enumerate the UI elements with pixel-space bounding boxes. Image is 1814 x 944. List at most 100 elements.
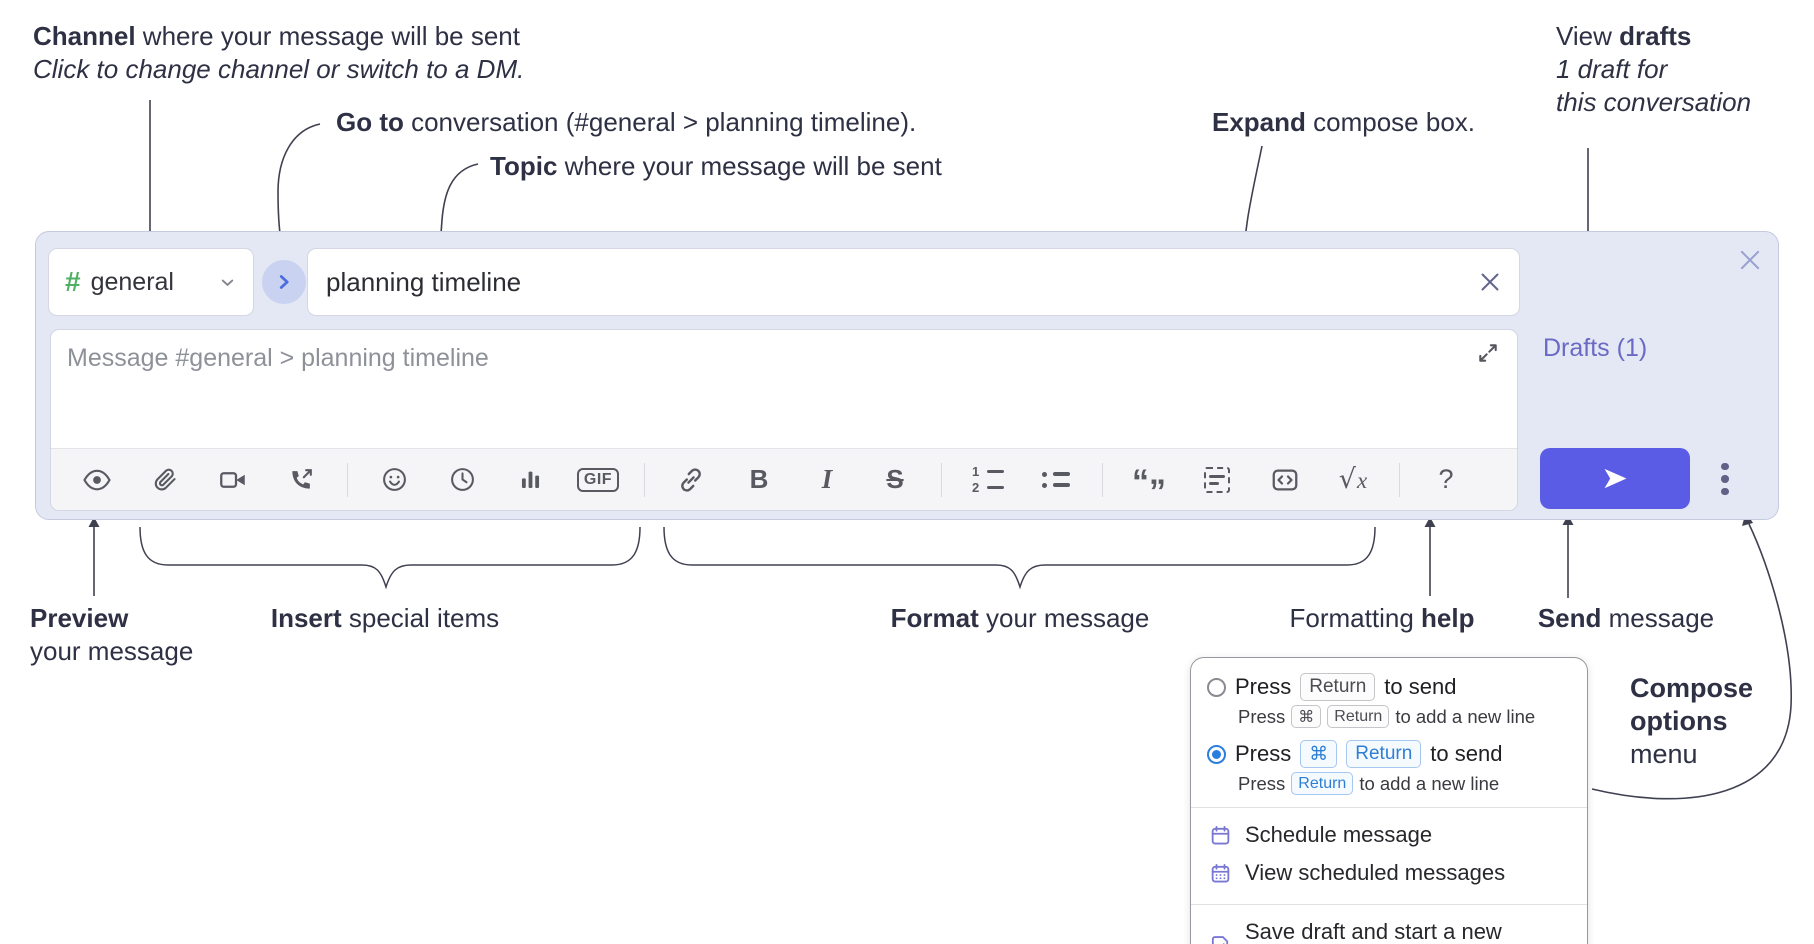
preview-button[interactable]: [63, 456, 131, 504]
channel-hash-icon: #: [65, 266, 81, 297]
phone-call-icon: [292, 468, 312, 489]
brace-insert: [139, 526, 641, 590]
topic-field-wrap: [307, 248, 1520, 316]
return-key: Return: [1291, 772, 1354, 795]
menu-divider: [1191, 904, 1587, 905]
close-compose-icon[interactable]: [1736, 246, 1764, 274]
quote-icon: “ ”: [1132, 462, 1166, 511]
calendar-icon: [1209, 824, 1232, 847]
clock-icon: [450, 468, 474, 491]
strikethrough-button[interactable]: S: [861, 456, 929, 504]
compose-box-panel: # general: [35, 231, 1779, 520]
message-input[interactable]: [51, 330, 1517, 449]
math-icon: √x: [1338, 464, 1368, 495]
message-box: GIF B I S 1 2: [50, 329, 1518, 511]
chevron-right-icon: [279, 275, 289, 289]
link-icon: [681, 467, 701, 492]
code-button[interactable]: [1251, 456, 1319, 504]
toolbar-divider: [1102, 462, 1103, 497]
link-button[interactable]: [657, 456, 725, 504]
video-camera-icon: [220, 471, 245, 488]
connector-topic: [440, 163, 479, 242]
menu-item-schedule-message[interactable]: Schedule message: [1191, 816, 1587, 854]
format-annotation: Format your message: [890, 603, 1150, 633]
brace-format: [663, 526, 1376, 590]
return-key: Return: [1300, 673, 1376, 701]
channel-selector-button[interactable]: # general: [48, 248, 254, 316]
math-button[interactable]: √x: [1319, 456, 1387, 504]
topic-clear-icon[interactable]: [1476, 268, 1504, 296]
radio-unselected-icon[interactable]: [1207, 677, 1226, 697]
expand-compose-icon[interactable]: [1477, 342, 1501, 366]
send-button[interactable]: [1540, 448, 1690, 509]
menu-divider: [1191, 807, 1587, 808]
expand-annotation: Expand compose box.: [1212, 107, 1476, 137]
question-mark-icon: ?: [1438, 464, 1454, 494]
compose-options-button[interactable]: [1712, 456, 1738, 502]
compose-options-menu: Press Return to send Press ⌘ Return to a…: [1190, 657, 1588, 944]
bulleted-list-icon: [1042, 471, 1070, 488]
compose-toolbar: GIF B I S 1 2: [51, 448, 1517, 510]
vertical-dots-icon: [1721, 462, 1729, 471]
poll-button[interactable]: [496, 456, 564, 504]
menu-item-label: View scheduled messages: [1245, 860, 1506, 885]
bulleted-list-button[interactable]: [1022, 456, 1090, 504]
italic-icon: I: [821, 464, 833, 494]
attach-file-button[interactable]: [131, 456, 199, 504]
menu-item-view-scheduled[interactable]: View scheduled messages: [1191, 854, 1587, 892]
menu-item-label: Save draft and start a new message: [1245, 919, 1502, 944]
toolbar-divider: [941, 462, 942, 497]
cmd-key: ⌘: [1291, 705, 1322, 728]
toolbar-divider: [347, 462, 348, 497]
paperclip-icon: [154, 468, 176, 490]
insert-annotation: Insert special items: [270, 603, 500, 633]
topic-annotation: Topic where your message will be sent: [490, 151, 942, 181]
send-annotation: Send message: [1537, 603, 1715, 633]
bold-button[interactable]: B: [725, 456, 793, 504]
channel-annotation: Channel where your message will be sent …: [33, 21, 525, 84]
gif-button[interactable]: GIF: [564, 456, 632, 504]
compose-options-annotation: Compose options menu: [1630, 673, 1754, 769]
quote-button[interactable]: “ ”: [1115, 456, 1183, 511]
spoiler-icon: [1204, 466, 1230, 493]
schedule-time-button[interactable]: [428, 456, 496, 504]
send-icon: [1604, 468, 1626, 489]
numbered-list-icon: 1 2: [972, 465, 1004, 494]
bar-chart-icon: [521, 471, 539, 488]
radio-selected-icon[interactable]: [1207, 744, 1226, 764]
calendar-grid-icon: [1209, 862, 1232, 885]
smiley-icon: [382, 468, 406, 491]
formatting-help-button[interactable]: ?: [1412, 456, 1480, 504]
audio-call-button[interactable]: [267, 456, 335, 504]
eye-icon: [83, 469, 111, 490]
emoji-button[interactable]: [360, 456, 428, 504]
view-drafts-annotation: View drafts 1 draft for this conversatio…: [1556, 21, 1752, 117]
bold-icon: B: [749, 464, 769, 494]
preview-annotation: Preview your message: [30, 603, 194, 666]
italic-button[interactable]: I: [793, 456, 861, 504]
goto-annotation: Go to conversation (#general > planning …: [336, 107, 917, 137]
cmd-enter-sends-option[interactable]: Press ⌘ Return to send Press Return to a…: [1191, 737, 1587, 795]
return-key: Return: [1346, 740, 1422, 768]
formatting-help-annotation: Formatting help: [1289, 603, 1475, 633]
code-icon: [1272, 469, 1298, 490]
toolbar-divider: [644, 462, 645, 497]
cmd-key: ⌘: [1300, 740, 1338, 768]
topic-input[interactable]: [307, 248, 1520, 316]
go-to-conversation-button[interactable]: [262, 260, 306, 304]
connector-goto: [277, 123, 321, 242]
channel-name: general: [90, 267, 174, 296]
menu-item-label: Schedule message: [1245, 822, 1433, 847]
numbered-list-button[interactable]: 1 2: [954, 456, 1022, 504]
menu-item-save-draft[interactable]: Save draft and start a new message: [1191, 913, 1587, 944]
gif-icon: GIF: [576, 467, 620, 492]
drafts-link[interactable]: Drafts (1): [1543, 334, 1648, 362]
spoiler-button[interactable]: [1183, 456, 1251, 504]
strikethrough-icon: S: [886, 464, 904, 494]
enter-sends-option[interactable]: Press Return to send Press ⌘ Return to a…: [1191, 670, 1587, 728]
toolbar-divider: [1399, 462, 1400, 497]
return-key: Return: [1327, 705, 1390, 728]
chevron-down-icon: [218, 273, 237, 292]
video-call-button[interactable]: [199, 456, 267, 504]
